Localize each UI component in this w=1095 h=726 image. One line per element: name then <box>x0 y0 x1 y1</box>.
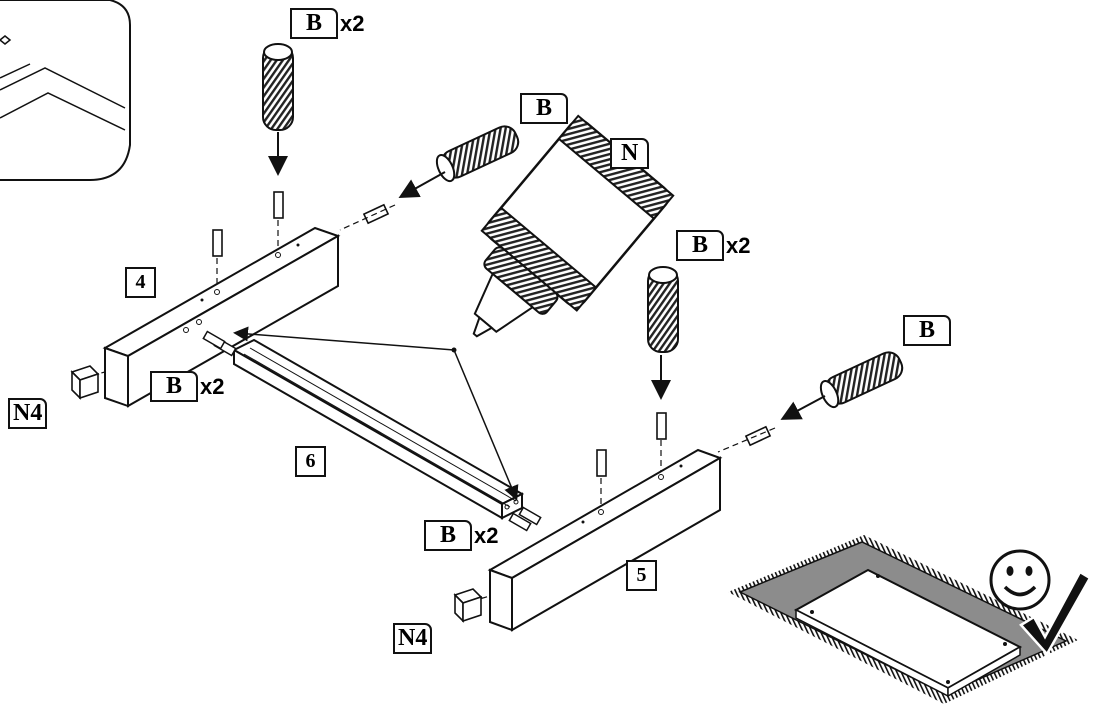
dowel-icon <box>398 125 520 198</box>
dowel-icon <box>647 266 679 400</box>
label-cap-right: N4 <box>393 623 433 654</box>
glue-pointer-lines <box>233 326 519 501</box>
part-6-rail <box>231 338 525 520</box>
dowel-icon <box>262 43 294 176</box>
dowel-code-box: B <box>520 93 569 124</box>
peg-icon <box>596 412 776 512</box>
glue-code-box: N <box>610 138 650 169</box>
peg-icon <box>212 191 396 292</box>
label-cap-left: N4 <box>8 398 48 429</box>
quantity-label: x2 <box>340 10 365 36</box>
dowel-code-box: B <box>150 371 199 402</box>
dowel-code-box: B <box>903 315 952 346</box>
smiley-face-icon <box>989 549 1051 611</box>
part-number-4: 4 <box>125 267 156 298</box>
label-dowel-end-right: B x2 <box>424 520 499 551</box>
end-cap-icon <box>70 365 100 400</box>
checkmark-icon <box>1019 570 1092 657</box>
dowel-code-box: B <box>424 520 473 551</box>
label-dowel-side-right: B <box>903 315 952 346</box>
label-glue: N <box>610 138 650 169</box>
dowel-icon <box>780 351 904 420</box>
dowel-code-box: B <box>290 8 339 39</box>
rug-icon <box>728 535 1078 704</box>
label-dowel-side-left: B <box>520 93 569 124</box>
quantity-label: x2 <box>200 373 225 399</box>
cap-code-box: N4 <box>8 398 48 429</box>
label-dowel-top-left: B x2 <box>290 8 365 39</box>
end-cap-icon <box>453 588 483 623</box>
peg-icon <box>202 330 542 532</box>
detail-inset <box>0 0 131 181</box>
part-number-6: 6 <box>295 446 326 477</box>
label-dowel-end-left: B x2 <box>150 371 225 402</box>
dowel-code-box: B <box>676 230 725 261</box>
part-5-beam <box>461 448 723 632</box>
cap-code-box: N4 <box>393 623 433 654</box>
part-number-5: 5 <box>626 560 657 591</box>
label-dowel-top-right: B x2 <box>676 230 751 261</box>
quantity-label: x2 <box>726 232 751 258</box>
quantity-label: x2 <box>474 522 499 548</box>
part-4-beam <box>81 226 341 408</box>
